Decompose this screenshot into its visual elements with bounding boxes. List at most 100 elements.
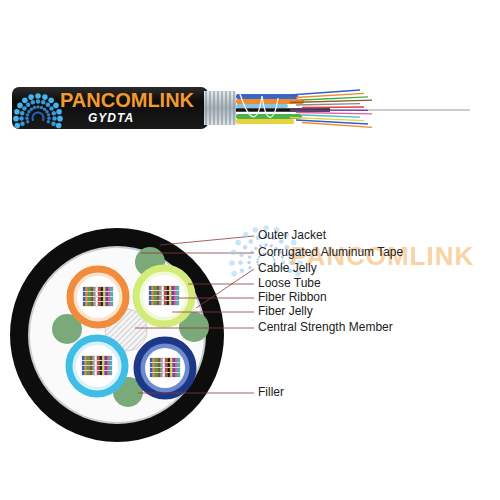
- logo-dot: [47, 113, 50, 116]
- ribbon-fiber: [105, 371, 108, 375]
- logo-dot: [35, 93, 41, 99]
- ribbon-fiber: [149, 291, 152, 295]
- ribbon-fiber: [175, 373, 178, 377]
- ribbon-fiber: [86, 292, 89, 296]
- ribbon-fiber: [168, 373, 171, 377]
- ribbon-fiber: [159, 301, 162, 305]
- ribbon-fiber: [108, 287, 111, 291]
- fiber-jelly: [145, 348, 185, 388]
- ribbon-fiber: [106, 287, 109, 291]
- ribbon-fiber: [82, 371, 85, 375]
- ribbon-fiber: [103, 297, 106, 301]
- leader-line: [188, 284, 254, 285]
- ribbon-fiber: [110, 361, 113, 365]
- ribbon-fiber: [108, 292, 111, 296]
- tape-ridges: [206, 91, 234, 125]
- logo-dot: [248, 266, 251, 269]
- logo-dot: [43, 107, 46, 110]
- ribbon-fiber: [177, 286, 180, 290]
- ribbon-fiber: [169, 291, 172, 295]
- logo-dot: [36, 105, 39, 108]
- logo-dot: [45, 110, 48, 113]
- ribbon-fiber: [170, 368, 173, 372]
- ribbon-fiber: [85, 371, 88, 375]
- logo-dot: [56, 123, 62, 129]
- logo-dot: [254, 247, 257, 250]
- ribbon-fiber: [159, 296, 162, 300]
- part-label: Loose Tube: [258, 277, 321, 291]
- logo-dot: [42, 94, 48, 100]
- ribbon-fiber: [90, 361, 93, 365]
- outer-jacket: [10, 228, 224, 442]
- fiber-jelly: [76, 345, 118, 387]
- ribbon-fiber: [164, 286, 167, 290]
- leader-line: [141, 253, 254, 254]
- ribbon-fiber: [88, 292, 91, 296]
- logo-dot: [30, 107, 33, 110]
- ribbon-fiber: [101, 302, 104, 306]
- ribbon-fiber: [100, 356, 103, 360]
- part-label: Corrugated Aluminum Tape: [258, 246, 403, 260]
- binder-yarn: [240, 94, 278, 117]
- ribbon-fiber: [162, 301, 165, 305]
- fiber-strand: [296, 113, 372, 114]
- ribbon-fiber: [92, 371, 95, 375]
- ribbon-fiber: [88, 287, 91, 291]
- ribbon-fiber: [149, 286, 152, 290]
- logo-dot: [22, 98, 28, 104]
- logo-dot: [57, 116, 63, 122]
- ribbon-fiber: [83, 292, 86, 296]
- ribbon-fiber: [111, 292, 114, 296]
- logo-dot: [52, 111, 57, 116]
- leader-line: [160, 236, 254, 245]
- logo-dot: [231, 249, 237, 255]
- ribbon-fiber: [165, 368, 168, 372]
- fiber-strand: [290, 100, 372, 102]
- ribbon-fiber: [83, 302, 86, 306]
- logo-dot: [28, 94, 34, 100]
- ribbon-fiber: [167, 301, 170, 305]
- leader-line: [196, 269, 254, 308]
- cable-side-view: [12, 87, 470, 129]
- loose-tube: [236, 99, 304, 104]
- logo-dot: [53, 103, 59, 109]
- ribbon-fiber: [164, 291, 167, 295]
- leader-line: [172, 312, 254, 313]
- ribbon-fiber: [107, 361, 110, 365]
- ribbon-fiber: [174, 286, 177, 290]
- loose-tube: [136, 268, 192, 324]
- ribbon-fiber: [164, 301, 167, 305]
- ribbon-fiber: [178, 373, 181, 377]
- ribbon-fiber: [157, 296, 160, 300]
- fiber-strands: [290, 90, 372, 127]
- cable-jelly: [30, 248, 204, 422]
- logo-dot: [250, 251, 253, 254]
- ribbon-fiber: [178, 358, 181, 362]
- ribbon-fiber: [96, 292, 99, 296]
- tape-ridge: [210, 91, 211, 125]
- ribbon-fiber: [103, 302, 106, 306]
- fiber-jelly: [77, 276, 119, 318]
- ribbon-fiber: [105, 361, 108, 365]
- ribbon-fiber: [111, 287, 114, 291]
- ribbon-fiber: [174, 291, 177, 295]
- logo-dot: [20, 111, 25, 116]
- ribbon-fiber: [92, 361, 95, 365]
- ribbon-fiber: [172, 296, 175, 300]
- ribbon-fiber: [150, 373, 153, 377]
- ribbon-fiber: [163, 358, 166, 362]
- ribbon-fiber: [96, 297, 99, 301]
- ribbon-fiber: [170, 373, 173, 377]
- ribbon-fiber: [177, 301, 180, 305]
- ribbon-fiber: [107, 356, 110, 360]
- ribbon-fiber: [83, 287, 86, 291]
- ribbon-fiber: [160, 358, 163, 362]
- ribbon-fiber: [155, 373, 158, 377]
- tape-ridge: [218, 91, 219, 125]
- logo-dot: [243, 245, 248, 250]
- ribbon-fiber: [100, 366, 103, 370]
- logo-dot: [235, 240, 241, 246]
- fiber-strand: [290, 109, 368, 111]
- ribbon-fiber: [158, 373, 161, 377]
- ribbon-fiber: [158, 368, 161, 372]
